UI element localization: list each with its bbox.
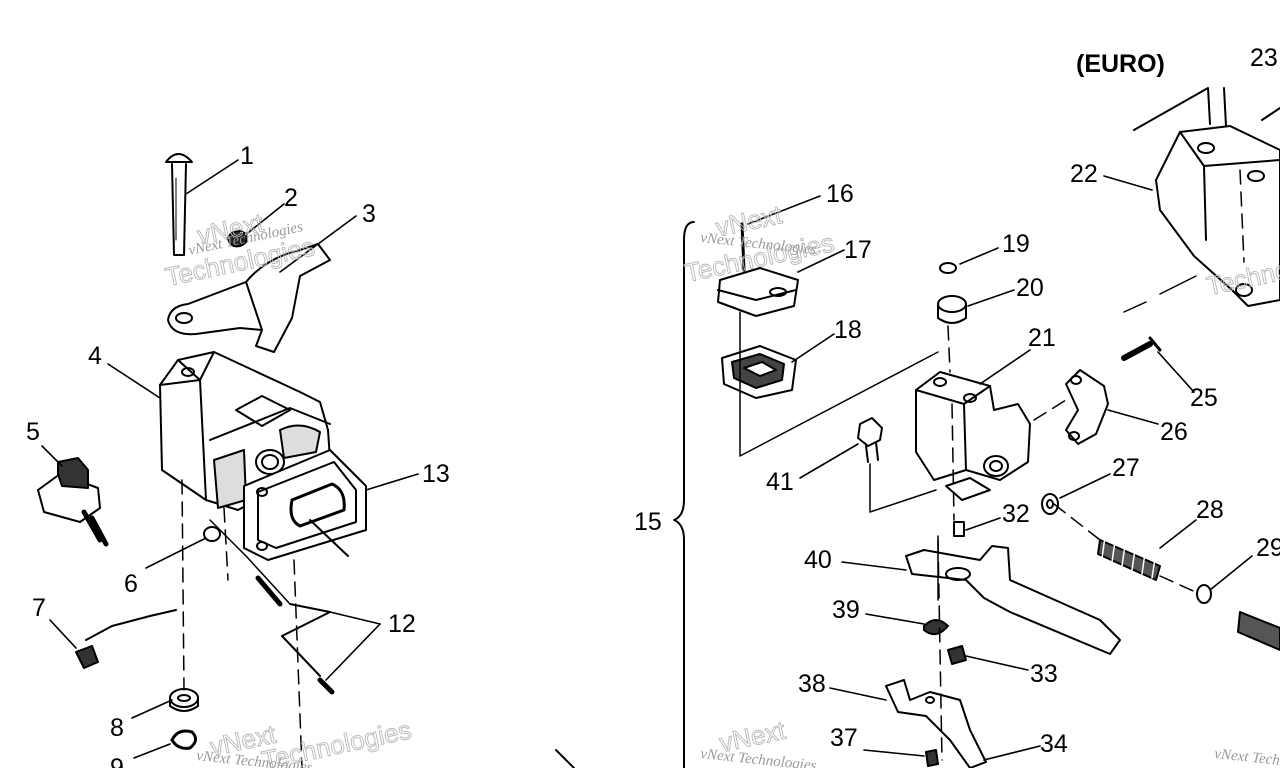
callout-label: 25	[1190, 384, 1218, 412]
callout-label: 27	[1112, 454, 1140, 482]
callout-label: 40	[804, 546, 832, 574]
callout-label: 9	[110, 754, 124, 768]
bracket-part-38	[885, 679, 987, 769]
callout-label: 22	[1070, 160, 1098, 188]
callout-label: 7	[32, 594, 46, 622]
callout-label: 3	[362, 200, 376, 228]
callout-label: 15	[634, 508, 662, 536]
watermark-small-bottom-right: vNext Technologies	[1214, 746, 1280, 768]
centerline-left	[181, 479, 303, 769]
seal-part-20	[937, 295, 967, 324]
switch-part-5	[37, 457, 109, 547]
cylinder-part-21	[915, 371, 1031, 501]
callout-label: 39	[832, 596, 860, 624]
lever-part-40	[905, 545, 1121, 655]
callout-label: 4	[88, 342, 102, 370]
callout-label: 41	[766, 468, 794, 496]
clamp-part-26	[1065, 369, 1109, 445]
euro-label: (EURO)	[1076, 50, 1165, 78]
leader-lines	[41, 159, 1253, 761]
diaphragm-part-18	[721, 345, 797, 399]
callout-label: 32	[1002, 500, 1030, 528]
spring-part-28	[1097, 529, 1161, 581]
washer-part-27	[1041, 493, 1059, 515]
spring-part-39	[923, 619, 949, 636]
callout-label: 38	[798, 670, 826, 698]
callout-label: 26	[1160, 418, 1188, 446]
callout-label: 16	[826, 180, 854, 208]
screw-part-25	[1121, 336, 1162, 361]
callout-label: 34	[1040, 730, 1068, 758]
callout-label: 17	[844, 236, 872, 264]
screws-part-12	[255, 575, 335, 695]
callout-label: 13	[422, 460, 450, 488]
callout-label: 1	[240, 142, 254, 170]
callout-label: 6	[124, 570, 138, 598]
spring-part-29	[1196, 584, 1280, 651]
callout-label: 29	[1256, 534, 1280, 562]
cover-part-17	[717, 222, 799, 317]
callout-labels: 1 2 3 4 5 6 7 8 9 12 13 15 16 17 18 19 2…	[26, 44, 1280, 773]
nut-part-37	[925, 749, 939, 767]
washer-part-8	[169, 688, 199, 712]
bushing-part-6	[203, 526, 221, 542]
callout-label: 5	[26, 418, 40, 446]
cap-part-13	[243, 449, 367, 561]
clip-part-2	[227, 229, 249, 248]
bolt-part-41	[857, 417, 883, 463]
callout-label: 19	[1002, 230, 1030, 258]
housing-part-22	[1133, 87, 1280, 307]
bracket-part-3	[167, 243, 331, 353]
callout-label: 2	[284, 184, 298, 212]
washer-part-19	[939, 262, 957, 274]
callout-label: 28	[1196, 496, 1224, 524]
nut-part-33	[947, 645, 967, 665]
callout-label: 12	[388, 610, 416, 638]
callout-label: 21	[1028, 324, 1056, 352]
brace-part-15	[673, 221, 695, 769]
callout-label: 33	[1030, 660, 1058, 688]
callout-label: 23	[1250, 44, 1278, 72]
pin-part-32	[953, 521, 965, 537]
callout-label: 8	[110, 714, 124, 742]
snapring-part-9	[170, 729, 197, 750]
nut-part-7	[75, 609, 177, 669]
callout-label: 20	[1016, 274, 1044, 302]
bolt-part-1	[165, 153, 193, 256]
callout-label: 18	[834, 316, 862, 344]
callout-label: 37	[830, 724, 858, 752]
